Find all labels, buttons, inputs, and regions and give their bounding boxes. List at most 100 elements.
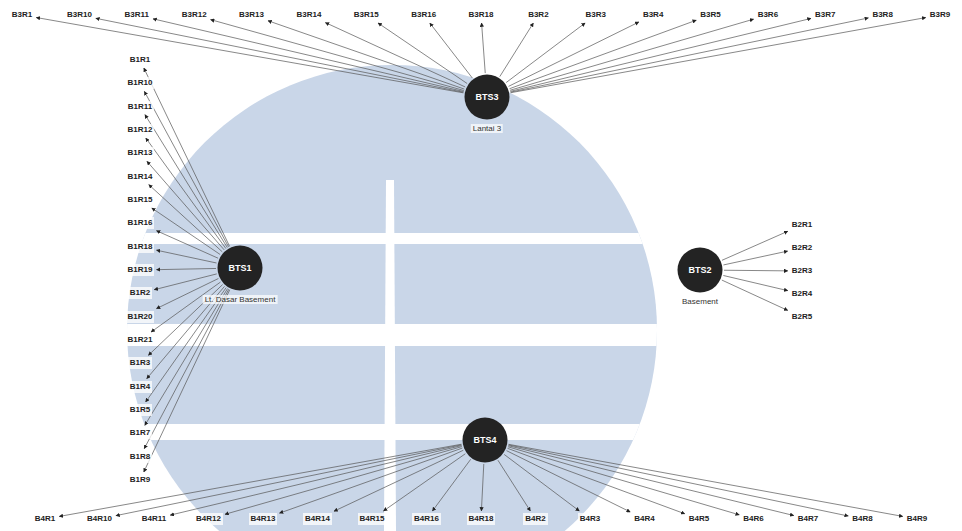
node-label: B4R7: [798, 514, 818, 523]
room-node: B4R12: [194, 513, 223, 525]
room-node: B4R14: [303, 513, 332, 525]
link-line: [156, 250, 216, 263]
room-node: B3R4: [641, 9, 665, 21]
room-node: B4R3: [578, 513, 602, 525]
room-node: B1R11: [126, 101, 154, 113]
room-node: B1R20: [126, 311, 155, 323]
link-line: [511, 18, 926, 93]
room-node: B1R1: [128, 54, 152, 66]
room-node: B4R15: [358, 513, 387, 525]
node-label: B4R4: [634, 514, 654, 523]
room-node: B3R6: [756, 9, 780, 21]
link-line: [510, 20, 697, 89]
room-node: B4R4: [632, 513, 656, 525]
room-node: B3R16: [409, 9, 438, 21]
room-node: B1R3: [128, 357, 152, 369]
node-label: B3R14: [296, 10, 321, 19]
node-label: B4R11: [142, 514, 166, 523]
room-node: B1R14: [126, 171, 155, 183]
node-label: B1R2: [130, 288, 150, 297]
room-node: B1R15: [126, 194, 155, 206]
link-line: [482, 23, 486, 73]
link-line: [149, 185, 223, 252]
link-line: [96, 18, 464, 92]
room-node: B1R16: [126, 217, 155, 229]
node-label: B2R4: [792, 289, 812, 298]
hub-circle-shape: [463, 418, 508, 463]
node-label: B3R11: [125, 10, 149, 19]
room-node: B3R1: [10, 9, 34, 21]
link-line: [145, 115, 227, 248]
node-label: B4R16: [414, 514, 439, 523]
node-label: B1R1: [130, 55, 150, 64]
node-label: B1R10: [128, 78, 153, 87]
room-node: B4R16: [412, 513, 441, 525]
room-node: B3R10: [65, 9, 94, 21]
hub-circle-shape: [218, 246, 263, 291]
room-node: B1R21: [126, 334, 155, 346]
link-line: [508, 447, 739, 515]
room-node: B4R9: [905, 513, 929, 525]
node-label: BTS3: [464, 74, 510, 120]
node-label: B1R20: [128, 312, 153, 321]
link-line: [508, 446, 793, 516]
room-node: B4R13: [249, 513, 278, 525]
link-line: [723, 275, 787, 290]
link-line: [279, 448, 462, 513]
room-node: B4R11: [140, 513, 168, 525]
link-line: [170, 446, 461, 516]
node-label: B4R9: [907, 514, 927, 523]
link-line: [722, 280, 788, 310]
node-label: B1R16: [128, 218, 153, 227]
link-line: [211, 20, 464, 91]
room-node: B1R5: [128, 404, 152, 416]
link-line: [145, 289, 228, 426]
room-node: B3R3: [584, 9, 608, 21]
node-label: B1R12: [128, 125, 153, 134]
room-node: B1R12: [126, 124, 155, 136]
room-node: B4R6: [741, 513, 765, 525]
room-node: B1R8: [128, 451, 152, 463]
room-node: B1R9: [128, 474, 152, 486]
room-node: B4R7: [796, 513, 820, 525]
link-line: [481, 464, 483, 511]
node-label: B2R1: [792, 220, 812, 229]
node-label: B4R1: [35, 514, 55, 523]
room-node: B2R2: [790, 242, 814, 254]
node-label: B3R9: [930, 10, 950, 19]
node-label: BTS2: [677, 247, 723, 293]
link-line: [724, 270, 788, 272]
node-label: B4R10: [87, 514, 112, 523]
link-line: [225, 447, 462, 515]
node-label: B3R8: [872, 10, 892, 19]
node-caption: Lt. Dasar Basement: [203, 295, 278, 304]
link-line: [383, 454, 465, 511]
node-label: B1R5: [130, 405, 150, 414]
link-line: [36, 18, 463, 93]
link-line: [378, 23, 467, 84]
node-label: B4R5: [689, 514, 709, 523]
room-node: B4R8: [850, 513, 874, 525]
node-label: B3R7: [815, 10, 835, 19]
room-node: B3R11: [123, 9, 151, 21]
node-label: B4R13: [251, 514, 276, 523]
node-label: B1R9: [130, 475, 150, 484]
node-label: B3R5: [700, 10, 720, 19]
node-label: B1R21: [128, 335, 153, 344]
room-node: B2R1: [790, 219, 814, 231]
node-label: B2R2: [792, 243, 812, 252]
link-line: [268, 21, 464, 89]
node-label: B3R16: [411, 10, 436, 19]
room-node: B1R19: [126, 264, 155, 276]
node-label: B3R4: [643, 10, 663, 19]
node-label: B1R4: [130, 382, 150, 391]
link-line: [508, 445, 848, 516]
room-node: B3R18: [467, 9, 496, 21]
link-line: [506, 23, 585, 83]
node-label: B1R15: [128, 195, 153, 204]
node-label: B4R6: [743, 514, 763, 523]
link-line: [144, 290, 230, 472]
room-node: B1R2: [128, 287, 152, 299]
room-node: B3R5: [698, 9, 722, 21]
room-node: B3R7: [813, 9, 837, 21]
